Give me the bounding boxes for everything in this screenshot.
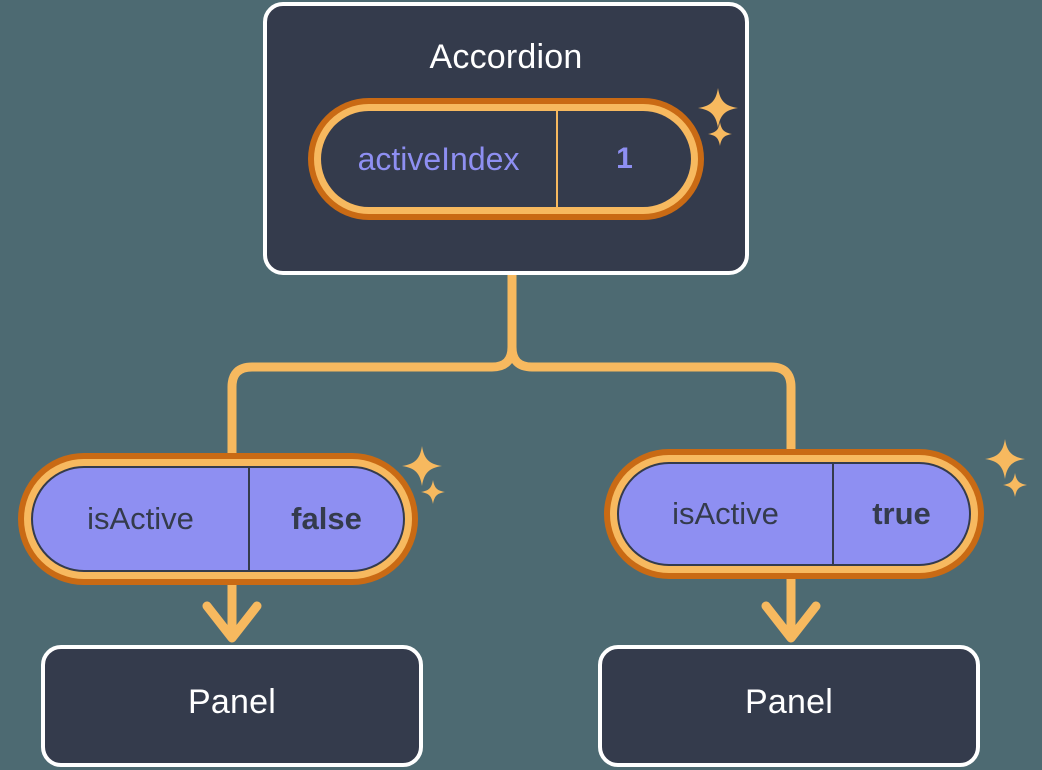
branch-connector-left-icon: [227, 270, 517, 458]
prop-pill-isactive-left-value: false: [291, 501, 362, 536]
prop-pill-isactive-right-ring: isActive true: [610, 455, 978, 573]
sparkle-four-point-small-icon: [1001, 471, 1029, 499]
state-pill-activeindex-value: 1: [616, 142, 633, 175]
prop-pill-isactive-left-key: isActive: [33, 468, 250, 570]
branch-connector-right-icon: [507, 270, 796, 454]
accordion-title: Accordion: [429, 38, 583, 76]
prop-pill-isactive-right-key: isActive: [619, 464, 834, 564]
prop-pill-isactive-left[interactable]: isActive false: [18, 453, 418, 585]
state-pill-activeindex-ring: activeIndex 1: [314, 104, 698, 214]
sparkle-four-point-icon: [983, 437, 1027, 481]
prop-pill-isactive-right-value: true: [872, 496, 931, 531]
state-pill-activeindex[interactable]: activeIndex 1: [308, 98, 704, 220]
sparkle-four-point-small-icon: [419, 478, 447, 506]
panel-card-left[interactable]: Panel: [41, 645, 423, 767]
arrow-down-right-icon: [761, 601, 821, 643]
state-pill-activeindex-key: activeIndex: [321, 111, 558, 207]
panel-title-left: Panel: [188, 683, 276, 721]
prop-pill-isactive-right-face: isActive true: [617, 462, 971, 566]
state-pill-activeindex-face: activeIndex 1: [321, 111, 691, 207]
panel-card-right[interactable]: Panel: [598, 645, 980, 767]
prop-pill-isactive-left-ring: isActive false: [24, 459, 412, 579]
prop-pill-isactive-right[interactable]: isActive true: [604, 449, 984, 579]
arrow-down-left-icon: [202, 601, 262, 643]
panel-title-right: Panel: [745, 683, 833, 721]
prop-pill-isactive-left-face: isActive false: [31, 466, 405, 572]
